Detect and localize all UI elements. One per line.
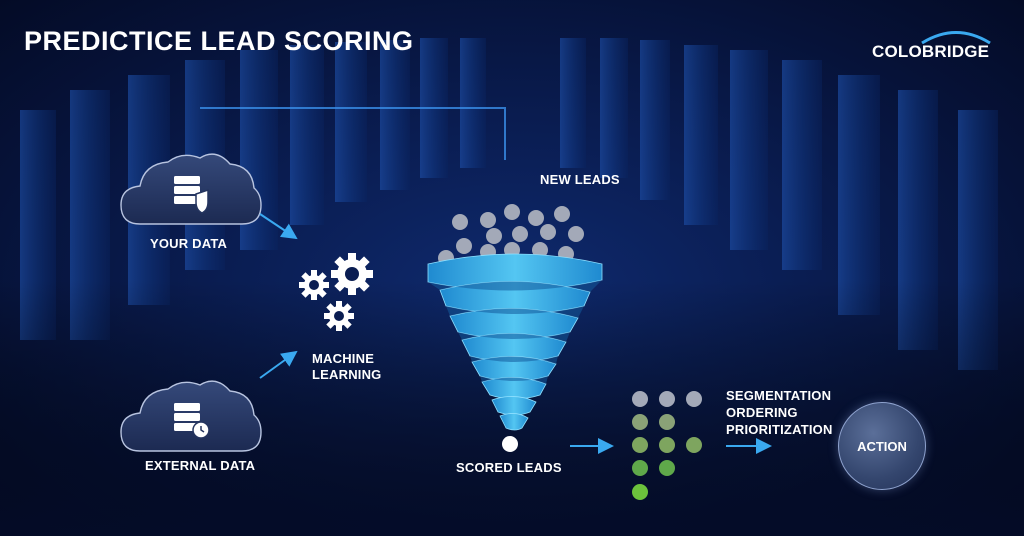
machine-learning-line2: LEARNING [312,367,382,382]
machine-learning-label: MACHINE LEARNING [312,351,382,383]
database-shield-icon [174,176,209,214]
brand-name: COLOBRIDGE [872,42,990,61]
new-leads-label: NEW LEADS [540,172,620,187]
arrow-your-data-to-ml [259,213,298,240]
page-title: PREDICTICE LEAD SCORING [24,26,414,56]
your-data-label: YOUR DATA [150,236,228,251]
your-data-cloud [120,153,262,225]
spiral-funnel [427,253,603,431]
action-circle: ACTION [838,402,926,490]
ordering-label: ORDERING [726,405,798,420]
arrow-external-to-ml [259,350,298,379]
gears-icon [299,253,373,331]
external-data-label: EXTERNAL DATA [145,458,256,473]
external-data-cloud [120,380,262,452]
brand-logo: COLOBRIDGE [872,28,992,68]
bridge-arc-icon [921,31,991,44]
scored-leads-grid [632,391,702,500]
action-label: ACTION [857,438,907,454]
segmentation-label: SEGMENTATION [726,388,832,403]
prioritization-label: PRIORITIZATION [726,422,833,437]
funnel-inner-shade [428,280,602,384]
scored-leads-label: SCORED LEADS [456,460,562,475]
machine-learning-line1: MACHINE [312,351,375,366]
database-clock-icon [174,403,210,439]
scored-lead-dot [502,436,518,452]
